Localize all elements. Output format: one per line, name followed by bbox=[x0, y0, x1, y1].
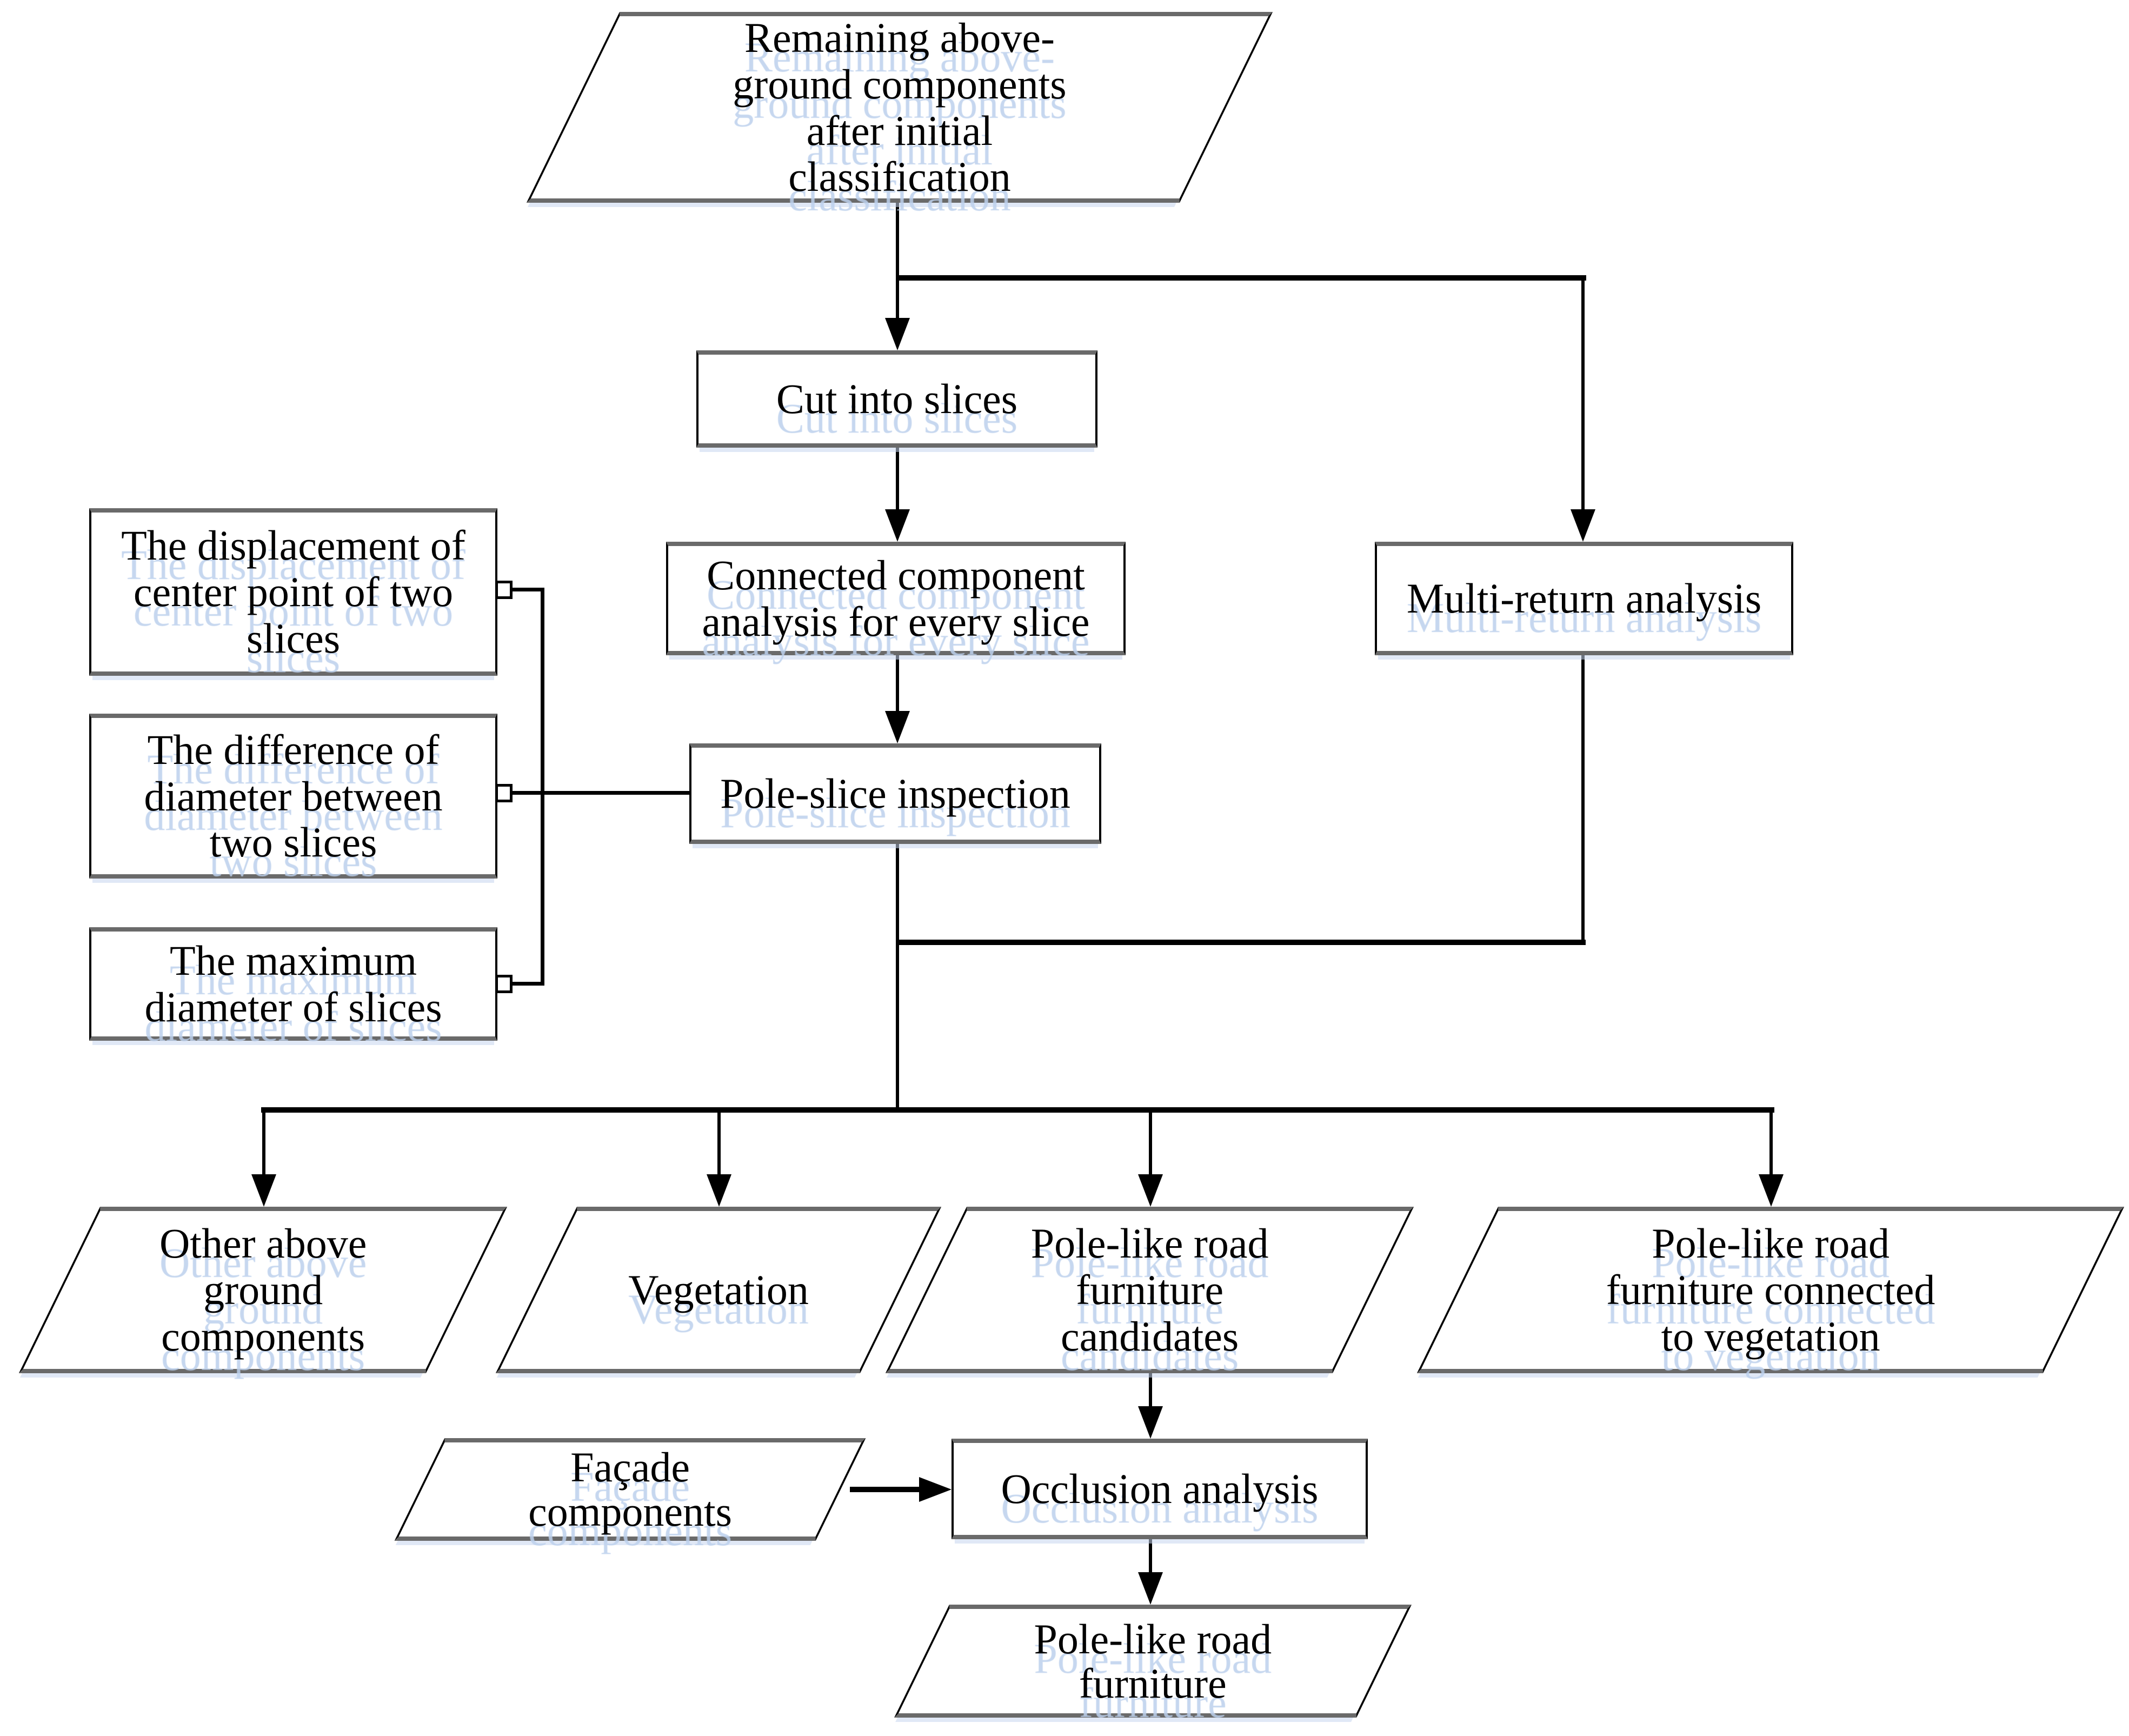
node-criterion-max-diameter: The maximum diameter of slices bbox=[89, 927, 497, 1041]
arrowhead-into-final bbox=[1138, 1572, 1163, 1605]
node-criterion-diameter-difference-label: The difference of diameter between two s… bbox=[144, 726, 443, 866]
node-pole-connected-vegetation: Pole-like road furniture connected to ve… bbox=[1416, 1207, 2125, 1373]
edge-crit2-to-poleslice bbox=[510, 791, 691, 795]
connector-square-crit3 bbox=[495, 975, 513, 993]
edge-drop-candidates bbox=[1149, 1112, 1152, 1176]
node-criterion-displacement-label: The displacement of center point of two … bbox=[121, 522, 465, 662]
node-pole-slice-inspection-label: Pole-slice inspection bbox=[720, 770, 1070, 817]
node-remaining-components-label: Remaining above- ground components after… bbox=[733, 14, 1067, 201]
arrowhead-into-occlusion bbox=[1138, 1406, 1163, 1439]
arrowhead-into-vegetation bbox=[707, 1174, 731, 1207]
arrowhead-into-other bbox=[251, 1174, 276, 1207]
node-facade-components-label: Façade components bbox=[528, 1444, 732, 1535]
node-multi-return-analysis-label: Multi-return analysis bbox=[1406, 575, 1762, 622]
edge-drop-other bbox=[262, 1112, 265, 1176]
arrowhead-into-connected-veg bbox=[1759, 1174, 1784, 1207]
node-pole-candidates-label: Pole-like road furniture candidates bbox=[1030, 1220, 1269, 1360]
arrowhead-into-poleslice bbox=[885, 711, 910, 743]
node-criterion-displacement: The displacement of center point of two … bbox=[89, 508, 497, 676]
node-occlusion-analysis: Occlusion analysis bbox=[952, 1439, 1368, 1539]
node-criterion-max-diameter-label: The maximum diameter of slices bbox=[144, 937, 442, 1030]
node-connected-component-analysis: Connected component analysis for every s… bbox=[666, 542, 1126, 655]
node-criterion-diameter-difference: The difference of diameter between two s… bbox=[89, 714, 497, 879]
node-remaining-components: Remaining above- ground components after… bbox=[526, 12, 1273, 203]
node-other-above-ground: Other above ground components bbox=[18, 1207, 508, 1373]
node-occlusion-analysis-label: Occlusion analysis bbox=[1001, 1465, 1319, 1513]
edge-crit3-stub bbox=[510, 982, 544, 986]
node-pole-road-furniture-label: Pole-like road furniture bbox=[1034, 1615, 1272, 1707]
edge-merge-line bbox=[897, 940, 1586, 945]
arrowhead-into-candidates bbox=[1138, 1174, 1163, 1207]
arrowhead-into-multireturn bbox=[1571, 509, 1595, 542]
node-vegetation-label: Vegetation bbox=[628, 1266, 809, 1314]
connector-square-crit1 bbox=[495, 581, 513, 599]
edge-multireturn-down bbox=[1581, 655, 1585, 945]
edge-cut-to-cca bbox=[896, 448, 899, 511]
node-pole-connected-vegetation-label: Pole-like road furniture connected to ve… bbox=[1606, 1220, 1935, 1360]
edge-distribution-line bbox=[261, 1107, 1774, 1113]
connector-square-crit2 bbox=[495, 784, 513, 802]
node-cut-into-slices-label: Cut into slices bbox=[776, 375, 1018, 423]
edge-occlusion-to-final bbox=[1149, 1539, 1152, 1574]
edge-candidates-to-occlusion bbox=[1149, 1373, 1152, 1408]
edge-branch-to-multireturn bbox=[896, 275, 1586, 281]
arrowhead-facade-occlusion bbox=[919, 1477, 952, 1502]
arrowhead-into-cca bbox=[885, 509, 910, 542]
edge-branch-down-multireturn bbox=[1581, 278, 1585, 510]
node-cut-into-slices: Cut into slices bbox=[696, 350, 1097, 448]
node-pole-candidates: Pole-like road furniture candidates bbox=[885, 1207, 1414, 1373]
edge-poleslice-down bbox=[896, 844, 899, 1112]
node-pole-slice-inspection: Pole-slice inspection bbox=[689, 743, 1101, 844]
edge-drop-connected-veg bbox=[1769, 1112, 1773, 1176]
edge-criteria-vertical bbox=[541, 588, 544, 986]
edge-crit1-stub bbox=[510, 588, 544, 591]
node-other-above-ground-label: Other above ground components bbox=[159, 1220, 367, 1360]
node-multi-return-analysis: Multi-return analysis bbox=[1375, 542, 1793, 655]
node-vegetation: Vegetation bbox=[495, 1207, 942, 1373]
edge-drop-vegetation bbox=[717, 1112, 721, 1176]
node-pole-road-furniture: Pole-like road furniture bbox=[894, 1605, 1412, 1718]
edge-cca-to-poleslice bbox=[896, 655, 899, 712]
node-connected-component-analysis-label: Connected component analysis for every s… bbox=[702, 551, 1090, 645]
edge-remaining-to-cut bbox=[896, 203, 899, 320]
edge-facade-to-occlusion bbox=[850, 1487, 920, 1492]
node-facade-components: Façade components bbox=[394, 1438, 866, 1541]
arrowhead-into-cut bbox=[885, 318, 910, 350]
